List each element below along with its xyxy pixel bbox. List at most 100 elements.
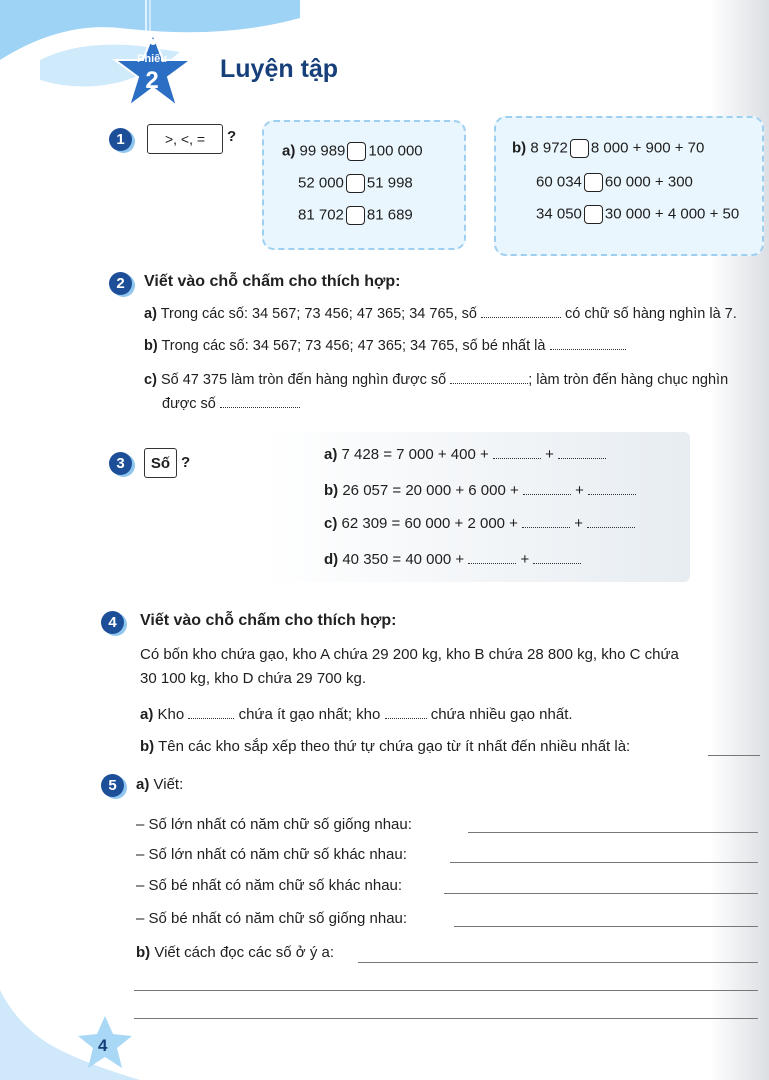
ex3-c-expr: 62 309 = 60 000 + 2 000 + bbox=[341, 515, 518, 532]
ex1-a-row-1: a) 99 989 100 000 bbox=[282, 142, 423, 161]
answer-blank[interactable] bbox=[549, 339, 626, 350]
ex1-a-right-2: 51 998 bbox=[366, 174, 413, 192]
ex1-b-label: b) bbox=[512, 139, 527, 157]
answer-line[interactable] bbox=[444, 893, 758, 894]
answer-blank[interactable] bbox=[468, 553, 517, 564]
page-number: 4 bbox=[98, 1036, 108, 1055]
compare-blank-a2[interactable] bbox=[345, 174, 365, 193]
ex4-b-line: b) Tên các kho sắp xếp theo thứ tự chứa … bbox=[140, 738, 630, 755]
answer-blank[interactable] bbox=[522, 484, 571, 495]
answer-blank[interactable] bbox=[492, 448, 541, 459]
ex1-b-right-1: 8 000 + 900 + 70 bbox=[590, 139, 705, 157]
ex5-item-1: – Số lớn nhất có năm chữ số giống nhau: bbox=[136, 816, 412, 833]
ex2-a-label: a) bbox=[144, 306, 157, 322]
answer-blank[interactable] bbox=[188, 708, 235, 719]
answer-line[interactable] bbox=[134, 990, 758, 991]
plus-sign: + bbox=[575, 482, 584, 499]
ex1-a-right-1: 100 000 bbox=[368, 142, 423, 160]
ex3-row-c: c) 62 309 = 60 000 + 2 000 + + bbox=[324, 515, 636, 532]
compare-blank-b3[interactable] bbox=[583, 205, 603, 224]
ex1-b-left-3: 34 050 bbox=[536, 205, 582, 223]
star-badge-icon bbox=[112, 31, 194, 109]
answer-blank[interactable] bbox=[219, 397, 300, 408]
answer-line[interactable] bbox=[708, 755, 760, 756]
exercise-3-panel bbox=[262, 432, 690, 582]
ex2-c-before: Số 47 375 làm tròn đến hàng nghìn được s… bbox=[160, 372, 447, 388]
ex3-row-a: a) 7 428 = 7 000 + 400 + + bbox=[324, 446, 607, 463]
ex4-a-p1: Kho bbox=[157, 706, 185, 723]
ex3-b-label: b) bbox=[324, 482, 339, 499]
answer-blank[interactable] bbox=[384, 708, 427, 719]
ex1-a-label: a) bbox=[282, 142, 296, 160]
badge-word: Phiếu bbox=[137, 53, 167, 65]
ex4-a-line: a) Kho chứa ít gạo nhất; kho chứa nhiều … bbox=[140, 706, 573, 723]
answer-blank[interactable] bbox=[450, 373, 529, 384]
ex5-a-title: Viết: bbox=[153, 776, 184, 793]
plus-sign: + bbox=[574, 515, 584, 532]
exercise-2-title: Viết vào chỗ chấm cho thích hợp: bbox=[144, 273, 401, 290]
ex5-b-text: Viết cách đọc các số ở ý a: bbox=[154, 944, 334, 961]
ex4-b-text: Tên các kho sắp xếp theo thứ tự chứa gạo… bbox=[158, 738, 631, 755]
ex3-b-expr: 26 057 = 20 000 + 6 000 + bbox=[342, 482, 519, 499]
ex4-paragraph-line-2: 30 100 kg, kho D chứa 29 700 kg. bbox=[140, 670, 367, 687]
ex2-c-line2: được số bbox=[162, 396, 300, 412]
answer-blank[interactable] bbox=[587, 517, 636, 528]
compare-blank-a1[interactable] bbox=[347, 142, 367, 161]
answer-blank[interactable] bbox=[588, 484, 637, 495]
compare-blank-a3[interactable] bbox=[345, 206, 365, 225]
plus-sign: + bbox=[545, 446, 554, 463]
ex5-item-3: – Số bé nhất có năm chữ số khác nhau: bbox=[136, 877, 403, 894]
ex3-row-d: d) 40 350 = 40 000 + + bbox=[324, 551, 582, 568]
ex3-c-label: c) bbox=[324, 515, 338, 532]
ex2-c-after: ; làm tròn đến hàng chục nghìn bbox=[528, 372, 729, 388]
answer-line[interactable] bbox=[450, 862, 758, 863]
ex2-c-line: c) Số 47 375 làm tròn đến hàng nghìn đượ… bbox=[144, 372, 728, 388]
exercise-4-number: 4 bbox=[101, 611, 124, 634]
ex1-a-left-1: 99 989 bbox=[299, 142, 346, 160]
ex4-a-label: a) bbox=[140, 706, 154, 723]
ex2-a-after: có chữ số hàng nghìn là 7. bbox=[565, 306, 737, 322]
page-title: Luyện tập bbox=[220, 55, 339, 83]
ex4-a-p2: chứa ít gạo nhất; kho bbox=[238, 706, 381, 723]
answer-blank[interactable] bbox=[481, 307, 561, 318]
ex5-item-4: – Số bé nhất có năm chữ số giống nhau: bbox=[136, 910, 408, 927]
ex5-a-label: a) bbox=[136, 776, 150, 793]
ex3-a-expr: 7 428 = 7 000 + 400 + bbox=[341, 446, 489, 463]
exercise-5-number: 5 bbox=[101, 774, 124, 797]
exercise-4-title: Viết vào chỗ chấm cho thích hợp: bbox=[140, 612, 397, 629]
exercise-3-number: 3 bbox=[109, 452, 132, 475]
ex2-b-label: b) bbox=[144, 338, 158, 354]
ex3-row-b: b) 26 057 = 20 000 + 6 000 + + bbox=[324, 482, 637, 499]
compare-blank-b2[interactable] bbox=[583, 173, 603, 192]
ex4-b-label: b) bbox=[140, 738, 155, 755]
ex4-a-p3: chứa nhiều gạo nhất. bbox=[430, 706, 573, 723]
ex2-c-line2-text: được số bbox=[162, 396, 216, 412]
answer-line[interactable] bbox=[468, 832, 758, 833]
exercise-2-number: 2 bbox=[109, 272, 132, 295]
ex5-b-label: b) bbox=[136, 944, 151, 961]
answer-line[interactable] bbox=[454, 926, 758, 927]
answer-blank[interactable] bbox=[558, 448, 607, 459]
plus-sign: + bbox=[520, 551, 530, 568]
answer-line[interactable] bbox=[134, 1018, 758, 1019]
ex5-a-heading: a) Viết: bbox=[136, 776, 183, 793]
question-mark: ? bbox=[227, 128, 237, 145]
compare-blank-b1[interactable] bbox=[569, 139, 589, 158]
corner-star-decoration bbox=[0, 990, 140, 1080]
ex5-item-2: – Số lớn nhất có năm chữ số khác nhau: bbox=[136, 846, 407, 863]
compare-signs-box: >, <, = bbox=[147, 124, 223, 154]
ex2-a-line: a) Trong các số: 34 567; 73 456; 47 365;… bbox=[144, 306, 737, 322]
ex2-c-label: c) bbox=[144, 372, 157, 388]
number-prompt-box: Số bbox=[144, 448, 177, 478]
answer-line[interactable] bbox=[358, 962, 758, 963]
answer-blank[interactable] bbox=[533, 553, 582, 564]
exercise-1-number: 1 bbox=[109, 128, 132, 151]
ex1-b-row-3: 34 050 30 000 + 4 000 + 50 bbox=[536, 205, 739, 224]
ex1-b-right-3: 30 000 + 4 000 + 50 bbox=[604, 205, 740, 223]
answer-blank[interactable] bbox=[522, 517, 571, 528]
